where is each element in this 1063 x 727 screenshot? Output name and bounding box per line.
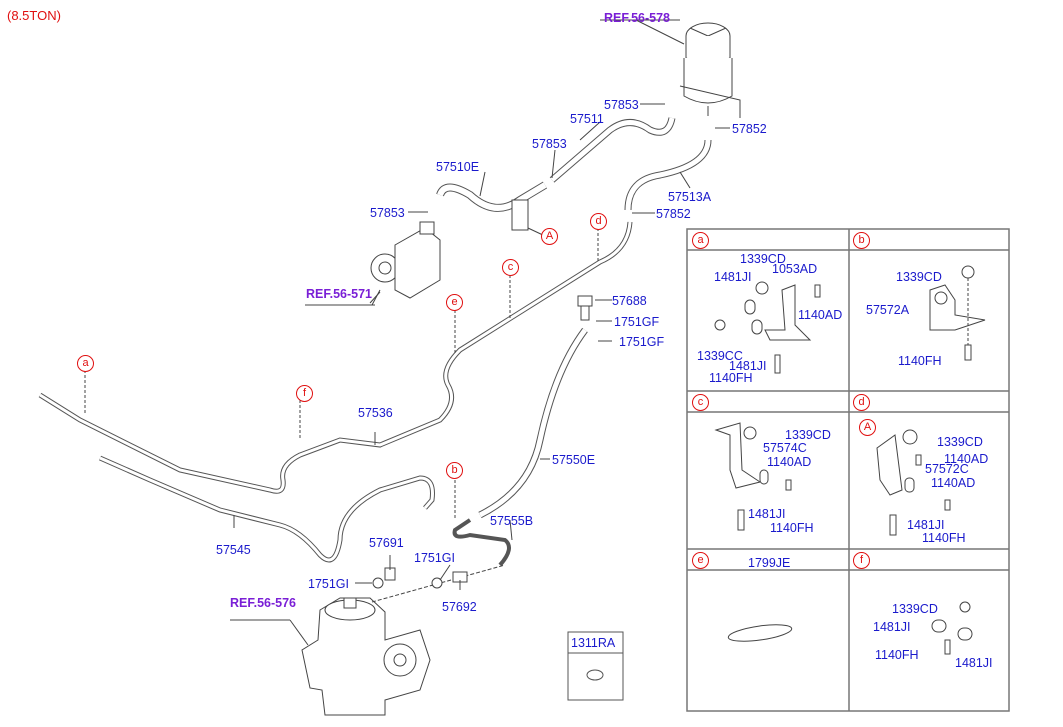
panel-f-label[interactable]: 1140FH — [875, 648, 919, 662]
panel-a-label[interactable]: 1481JI — [729, 359, 767, 373]
panel-c-label[interactable]: 57574C — [763, 441, 807, 455]
panel-a-label[interactable]: 1481JI — [714, 270, 752, 284]
panel-f-label[interactable]: 1481JI — [873, 620, 911, 634]
part-label-tube-57545[interactable]: 57545 — [216, 543, 251, 557]
panel-a-key: a — [692, 232, 709, 249]
gearbox-drawing — [301, 564, 506, 716]
panel-c-drawing — [714, 422, 792, 531]
panel-d-drawing — [876, 429, 951, 536]
vehicle-variant-title: (8.5TON) — [7, 8, 61, 23]
tube-57536 — [38, 221, 633, 494]
panel-c-label[interactable]: 1481JI — [748, 507, 786, 521]
ref-gearbox-link[interactable]: REF.56-576 — [230, 596, 297, 610]
callout-f: f — [296, 385, 313, 402]
callout-e: e — [446, 294, 463, 311]
panel-d-label[interactable]: 1339CD — [937, 435, 983, 449]
pump-drawing — [370, 221, 441, 306]
nut-box-title[interactable]: 1311RA — [571, 636, 616, 650]
detail-table-frame — [686, 228, 1010, 712]
panel-b-key: b — [853, 232, 870, 249]
part-label-hose-57550e[interactable]: 57550E — [552, 453, 596, 467]
part-label-tube-57555b[interactable]: 57555B — [490, 514, 534, 528]
part-label-gasket-1751gf[interactable]: 1751GF — [614, 315, 660, 329]
panel-d-label[interactable]: 1140AD — [931, 476, 976, 490]
part-label-bolt-57688[interactable]: 57688 — [612, 294, 647, 308]
panel-f-label[interactable]: 1481JI — [955, 656, 993, 670]
panel-a-drawing — [714, 281, 821, 374]
panel-a-label[interactable]: 1140AD — [798, 308, 843, 322]
part-label-clamp-57853[interactable]: 57853 — [532, 137, 567, 151]
panel-a-label[interactable]: 1140FH — [709, 371, 753, 385]
part-label-hose-57511[interactable]: 57511 — [570, 112, 604, 126]
part-label-connector-57691[interactable]: 57691 — [369, 536, 404, 550]
cable-tie-drawing — [727, 624, 793, 642]
callout-b: b — [446, 462, 463, 479]
ref-pump-link[interactable]: REF.56-571 — [306, 287, 373, 301]
panel-d-key: d — [853, 394, 870, 411]
panel-b-drawing — [929, 265, 986, 361]
panel-d-label[interactable]: 1140AD — [944, 452, 989, 466]
callout-c: c — [502, 259, 519, 276]
part-label-clamp-57852[interactable]: 57852 — [732, 122, 767, 136]
part-label-hose-57513a[interactable]: 57513A — [668, 190, 712, 204]
panel-f-drawing — [931, 601, 973, 655]
panel-f-label[interactable]: 1339CD — [892, 602, 938, 616]
panel-e-title[interactable]: 1799JE — [748, 556, 791, 570]
part-label-clamp-57853[interactable]: 57853 — [604, 98, 639, 112]
panel-b-label[interactable]: 1339CD — [896, 270, 942, 284]
panel-e-key: e — [692, 552, 709, 569]
panel-f-key: f — [853, 552, 870, 569]
ref-reservoir-link[interactable]: REF.56-578 — [604, 11, 671, 25]
panel-d-callout-A: A — [859, 419, 876, 436]
part-label-gasket-1751gi[interactable]: 1751GI — [414, 551, 456, 565]
panel-a-label[interactable]: 1339CC — [697, 349, 743, 363]
panel-d-label[interactable]: 1481JI — [907, 518, 945, 532]
nut-box — [567, 631, 624, 701]
callout-d: d — [590, 213, 607, 230]
part-label-tube-57536[interactable]: 57536 — [358, 406, 393, 420]
panel-c-label[interactable]: 1339CD — [785, 428, 831, 442]
part-label-hose-57510e[interactable]: 57510E — [436, 160, 480, 174]
panel-a-label[interactable]: 1339CD — [740, 252, 786, 266]
panel-b-label[interactable]: 1140FH — [898, 354, 942, 368]
part-label-gasket-1751gi[interactable]: 1751GI — [308, 577, 350, 591]
tube-57555b — [452, 518, 511, 567]
panel-d-label[interactable]: 1140FH — [922, 531, 966, 545]
panel-c-label[interactable]: 1140AD — [767, 455, 812, 469]
panel-a-label[interactable]: 1053AD — [772, 262, 818, 276]
part-label-clamp-57853[interactable]: 57853 — [370, 206, 405, 220]
reservoir-drawing — [635, 19, 741, 118]
panel-d-label[interactable]: 57572C — [925, 462, 969, 476]
callout-A: A — [541, 228, 558, 245]
panel-c-key: c — [692, 394, 709, 411]
part-label-clamp-57852[interactable]: 57852 — [656, 207, 691, 221]
panel-b-label[interactable]: 57572A — [866, 303, 910, 317]
callout-a: a — [77, 355, 94, 372]
panel-c-label[interactable]: 1140FH — [770, 521, 814, 535]
part-label-gasket-1751gf[interactable]: 1751GF — [619, 335, 665, 349]
part-label-connector-57692[interactable]: 57692 — [442, 600, 477, 614]
